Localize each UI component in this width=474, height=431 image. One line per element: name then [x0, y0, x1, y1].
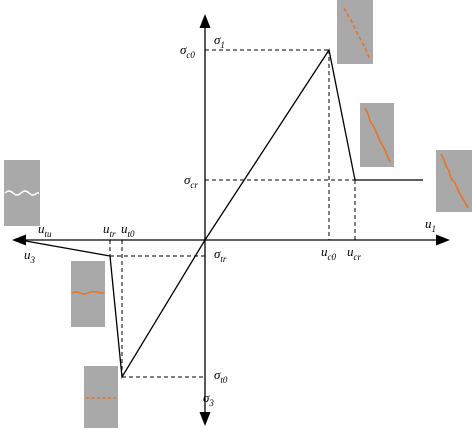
- label-sigma1: σ1: [214, 32, 225, 50]
- label-u-cr: ucr: [347, 244, 361, 262]
- svg-text:σ3: σ3: [203, 390, 214, 408]
- compression-residual-sample: [436, 150, 472, 212]
- u1-arrowhead: [436, 234, 450, 246]
- label-u3: u3: [24, 247, 36, 265]
- svg-text:σcr: σcr: [184, 172, 198, 190]
- label-sigma-c0: σc0: [180, 42, 195, 60]
- svg-text:σtr: σtr: [214, 246, 227, 264]
- svg-text:σ1: σ1: [214, 32, 225, 50]
- tension-peak-sample: [84, 366, 118, 428]
- stress-displacement-curve: [19, 48, 423, 380]
- sigma1-arrowhead: [199, 14, 211, 28]
- svg-text:ucr: ucr: [347, 244, 361, 262]
- label-u-c0: uc0: [321, 244, 336, 262]
- svg-text:uc0: uc0: [321, 244, 336, 262]
- svg-text:utr: utr: [103, 221, 116, 239]
- label-u-tr: utr: [103, 221, 116, 239]
- label-u-tu: utu: [38, 221, 52, 239]
- tension-ultimate-sample: [4, 160, 40, 226]
- label-sigma-cr: σcr: [184, 172, 198, 190]
- svg-text:utu: utu: [38, 221, 52, 239]
- u3-arrowhead: [12, 234, 26, 246]
- compression-softening-sample: [360, 103, 394, 167]
- label-u-t0: ut0: [121, 221, 135, 239]
- label-u1: u1: [425, 216, 436, 234]
- svg-text:u1: u1: [425, 216, 436, 234]
- label-sigma3: σ3: [203, 390, 214, 408]
- label-sigma-tr: σtr: [214, 246, 227, 264]
- compression-peak-sample: [337, 0, 373, 64]
- svg-text:σt0: σt0: [214, 367, 228, 385]
- svg-text:σc0: σc0: [180, 42, 195, 60]
- tension-residual-sample: [71, 261, 105, 327]
- sigma3-arrowhead: [199, 412, 211, 426]
- label-sigma-t0: σt0: [214, 367, 228, 385]
- svg-text:ut0: ut0: [121, 221, 135, 239]
- svg-text:u3: u3: [24, 247, 36, 265]
